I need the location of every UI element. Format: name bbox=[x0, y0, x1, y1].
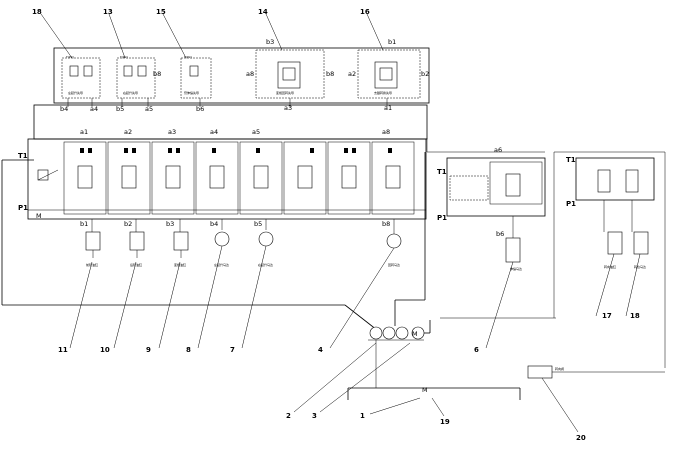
callout-19: 19 bbox=[440, 418, 450, 426]
mid-valve bbox=[426, 138, 546, 263]
main-valve-bank bbox=[27, 138, 427, 220]
mid-valve-a6: a6 bbox=[494, 146, 502, 154]
pilot-block bbox=[40, 13, 430, 107]
callout-8: 8 bbox=[186, 346, 191, 354]
p1-mid: P1 bbox=[437, 214, 447, 222]
svg-text:转向阀: 转向阀 bbox=[555, 366, 564, 371]
t1-label: T1 bbox=[18, 152, 28, 160]
motor-left-hoist bbox=[214, 231, 230, 247]
spools bbox=[77, 165, 401, 189]
callout-18: 18 bbox=[32, 8, 42, 16]
pilot-port-b5: b5 bbox=[116, 105, 124, 113]
svg-text:支腿转换先导: 支腿转换先导 bbox=[374, 90, 392, 95]
svg-text:左起升马达: 左起升马达 bbox=[214, 262, 229, 267]
callout-3: 3 bbox=[312, 412, 317, 420]
callout-10: 10 bbox=[100, 346, 110, 354]
svg-text:左起升先导: 左起升先导 bbox=[68, 90, 83, 95]
svg-text:转向油缸: 转向油缸 bbox=[604, 264, 616, 269]
pilot-port-b8: b8 bbox=[326, 70, 334, 78]
pilot-port-a4: a4 bbox=[90, 105, 98, 113]
svg-text:b8: b8 bbox=[382, 220, 390, 228]
svg-text:b1: b1 bbox=[80, 220, 88, 228]
cylinder-front-wheel bbox=[85, 231, 101, 251]
callout-7: 7 bbox=[230, 346, 235, 354]
pilot-port-a2: a2 bbox=[348, 70, 356, 78]
pilot-port-b3: b3 bbox=[266, 38, 274, 46]
svg-text:a8: a8 bbox=[382, 128, 390, 136]
svg-text:a3: a3 bbox=[168, 128, 176, 136]
cylinder-rear-wheel bbox=[129, 231, 145, 251]
svg-text:前轮油缸: 前轮油缸 bbox=[86, 262, 98, 267]
pilot-labels: 18 13 15 14 16 T(P2) T(P2) T(P2) b4 a4 b… bbox=[32, 8, 429, 113]
valve-20 bbox=[527, 365, 665, 379]
manifold-lines bbox=[1, 104, 428, 331]
pilot-port-a8: a8 bbox=[246, 70, 254, 78]
callout-20: 20 bbox=[576, 434, 586, 442]
callout-4: 4 bbox=[318, 346, 323, 354]
callout-1: 1 bbox=[360, 412, 365, 420]
pump-group bbox=[368, 152, 431, 341]
pilot-port-b1: b1 bbox=[388, 38, 396, 46]
actuator-captions: 前轮油缸 后轮油缸 变幅油缸 左起升马达 右起升马达 回转马达 bbox=[86, 262, 400, 267]
callout-numbers: 11 10 9 8 7 4 6 17 18 2 3 1 19 20 bbox=[58, 312, 640, 442]
valve-sections bbox=[63, 141, 415, 215]
p1-right: P1 bbox=[566, 200, 576, 208]
svg-text:b3: b3 bbox=[166, 220, 174, 228]
svg-text:a5: a5 bbox=[252, 128, 260, 136]
callout-18b: 18 bbox=[630, 312, 640, 320]
right-valve bbox=[440, 151, 666, 368]
svg-text:b2: b2 bbox=[124, 220, 132, 228]
svg-text:b5: b5 bbox=[254, 220, 262, 228]
t1-right: T1 bbox=[566, 156, 576, 164]
pilot-port-b4: b4 bbox=[60, 105, 68, 113]
callout-6: 6 bbox=[474, 346, 479, 354]
svg-text:a4: a4 bbox=[210, 128, 218, 136]
pilot-port-a1: a1 bbox=[384, 104, 392, 112]
callout-11: 11 bbox=[58, 346, 68, 354]
svg-text:a2: a2 bbox=[124, 128, 132, 136]
mid-valve-b6: b6 bbox=[496, 230, 504, 238]
tank bbox=[347, 340, 521, 400]
motor-right-hoist bbox=[258, 231, 274, 247]
svg-text:T(P2): T(P2) bbox=[65, 55, 74, 59]
svg-text:T(P2): T(P2) bbox=[119, 55, 128, 59]
callout-15: 15 bbox=[156, 8, 166, 16]
svg-text:T(P2): T(P2) bbox=[183, 55, 192, 59]
svg-text:a1: a1 bbox=[80, 128, 88, 136]
svg-text:后轮油缸: 后轮油缸 bbox=[130, 262, 142, 267]
svg-text:变幅油缸: 变幅油缸 bbox=[174, 262, 186, 267]
tank-m: M bbox=[422, 386, 428, 394]
port-labels: b1 b2 b3 b4 b5 b8 bbox=[80, 220, 390, 228]
p1-label: P1 bbox=[18, 204, 28, 212]
svg-text:回转马达: 回转马达 bbox=[388, 262, 400, 267]
valve-labels: a1 a2 a3 a4 a5 a8 bbox=[80, 128, 390, 136]
cylinder-luffing bbox=[173, 231, 189, 251]
pilot-port-b6: b6 bbox=[196, 105, 204, 113]
callout-17: 17 bbox=[602, 312, 612, 320]
svg-text:臂伸缩先导: 臂伸缩先导 bbox=[184, 90, 199, 95]
pump-m: M bbox=[412, 330, 418, 338]
svg-text:右起升先导: 右起升先导 bbox=[123, 90, 138, 95]
callout-2: 2 bbox=[286, 412, 291, 420]
callout-13: 13 bbox=[103, 8, 113, 16]
motor-slewing bbox=[386, 233, 402, 249]
pilot-port-a3: a3 bbox=[284, 104, 292, 112]
callout-14: 14 bbox=[258, 8, 268, 16]
m-label: M bbox=[36, 212, 42, 220]
callout-16: 16 bbox=[360, 8, 370, 16]
svg-text:变幅回转先导: 变幅回转先导 bbox=[276, 90, 294, 95]
callout-9: 9 bbox=[146, 346, 151, 354]
pilot-port-a5: a5 bbox=[145, 105, 153, 113]
svg-text:伸缩马达: 伸缩马达 bbox=[510, 266, 522, 271]
t1-mid: T1 bbox=[437, 168, 447, 176]
pilot-port-b2: b2 bbox=[421, 70, 429, 78]
actuator-lines bbox=[91, 219, 395, 234]
svg-text:转台马达: 转台马达 bbox=[634, 264, 646, 269]
svg-text:b4: b4 bbox=[210, 220, 218, 228]
actuators bbox=[85, 231, 402, 258]
callout-leaders bbox=[69, 245, 641, 433]
svg-text:右起升马达: 右起升马达 bbox=[258, 262, 273, 267]
pilot-port-b8-left: b8 bbox=[153, 70, 161, 78]
